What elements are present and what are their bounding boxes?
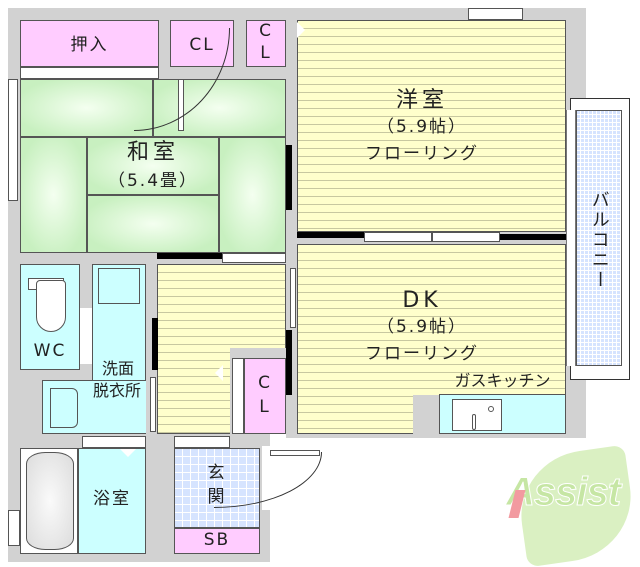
window [8,79,18,201]
kitchen-wall-notch [413,395,439,435]
sliding-door[interactable] [364,232,432,242]
senmen-label-2: 脱衣所 [92,381,141,400]
sliding-door[interactable] [432,232,500,242]
door-swing-arc [62,264,144,310]
sliding-door[interactable] [222,253,286,263]
tatami-mat [87,195,219,253]
youshitsu-room [297,20,566,232]
balcony-label: バルコニー [588,190,610,290]
dk-name: DK [402,288,442,313]
shoebox-label: SB [203,530,231,550]
shoebox [174,528,260,554]
window [8,510,20,546]
genkan-step [174,436,230,448]
washitsu-name: 和室 [126,140,179,165]
bath-room [78,448,146,554]
wall-segment [157,253,222,259]
wc-label: WC [33,341,67,361]
dk-floor: フローリング [365,344,479,364]
wall-segment [152,318,158,370]
closet-top-2-label-c: C [259,21,273,41]
door-swing-arc [214,452,322,508]
door[interactable] [290,268,296,328]
senmen-label-1: 洗面 [101,359,134,378]
balcony-window [566,110,576,366]
wall-segment [297,232,364,238]
toilet-bowl [36,280,66,332]
door-marker [297,22,305,38]
closet-top-2-label-l: L [260,43,272,63]
tatami-mat [87,137,219,195]
wall-segment [286,145,292,210]
washing-machine [98,268,140,304]
bathtub [26,452,74,550]
balcony [576,110,622,366]
washroom-door[interactable] [80,308,92,364]
youshitsu-floor: フローリング [365,144,479,164]
dk-size: （5.9帖） [376,317,468,337]
door-marker [120,449,136,457]
bath-door[interactable] [82,436,146,448]
tatami-mat [20,137,87,253]
closet-mid-door[interactable] [232,358,244,434]
oshiire-label: 押入 [70,35,109,55]
bath-label: 浴室 [93,489,131,509]
closet-mid-label-l: L [259,397,271,417]
door-marker [215,365,223,381]
youshitsu-name: 洋室 [395,88,448,113]
window [468,8,523,20]
gas-kitchen-label: ガスキッチン [454,371,551,390]
wall-segment [500,234,566,240]
closet-mid-label-c: C [258,373,272,393]
tatami-mat [20,79,153,137]
washbasin [50,388,78,428]
faucet [472,414,476,430]
door[interactable] [150,377,156,432]
youshitsu-size: （5.9帖） [376,117,468,137]
washroom-lower [42,380,146,434]
tatami-mat [219,137,286,253]
wall-segment [286,330,292,395]
washitsu-size: （5.4畳） [107,171,199,191]
kitchen-sink [452,399,502,431]
drain [488,406,494,412]
closet-mid [244,358,286,434]
closet-top-2 [246,20,286,67]
